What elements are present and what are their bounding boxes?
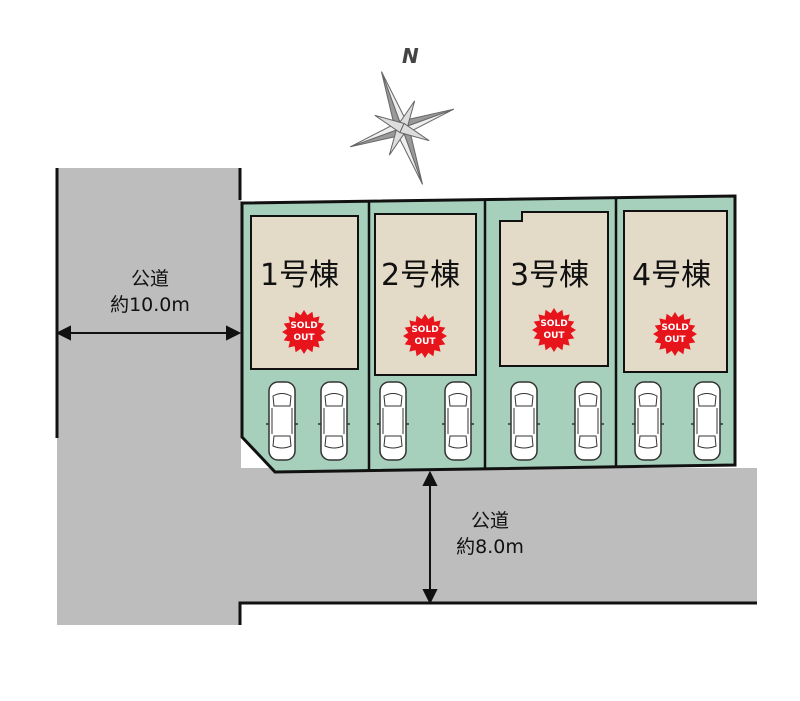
house-3 [499,211,609,367]
dimension-arrow-west [55,325,242,341]
starburst-icon [282,310,326,354]
compass-north-label: N [402,44,419,68]
road-south-label: 公道 約8.0m [420,508,560,560]
unit-2-label: 2号棟 [381,258,461,293]
road-west-label: 公道 約10.0m [80,266,220,318]
unit-4-label: 4号棟 [632,258,712,293]
starburst-icon [653,312,697,356]
house-4 [623,210,728,373]
road-width: 約10.0m [110,294,190,316]
road-name: 公道 [470,510,509,532]
starburst-icon [403,314,447,358]
unit-1-label: 1号棟 [260,258,340,293]
compass-rose-icon [350,71,454,185]
road-width: 約8.0m [456,536,524,558]
lot-area [240,194,737,474]
road-south [57,468,757,603]
road-name: 公道 [130,268,169,290]
dimension-arrow-south [422,470,438,605]
unit-3-label: 3号棟 [510,258,590,293]
starburst-icon [532,308,576,352]
